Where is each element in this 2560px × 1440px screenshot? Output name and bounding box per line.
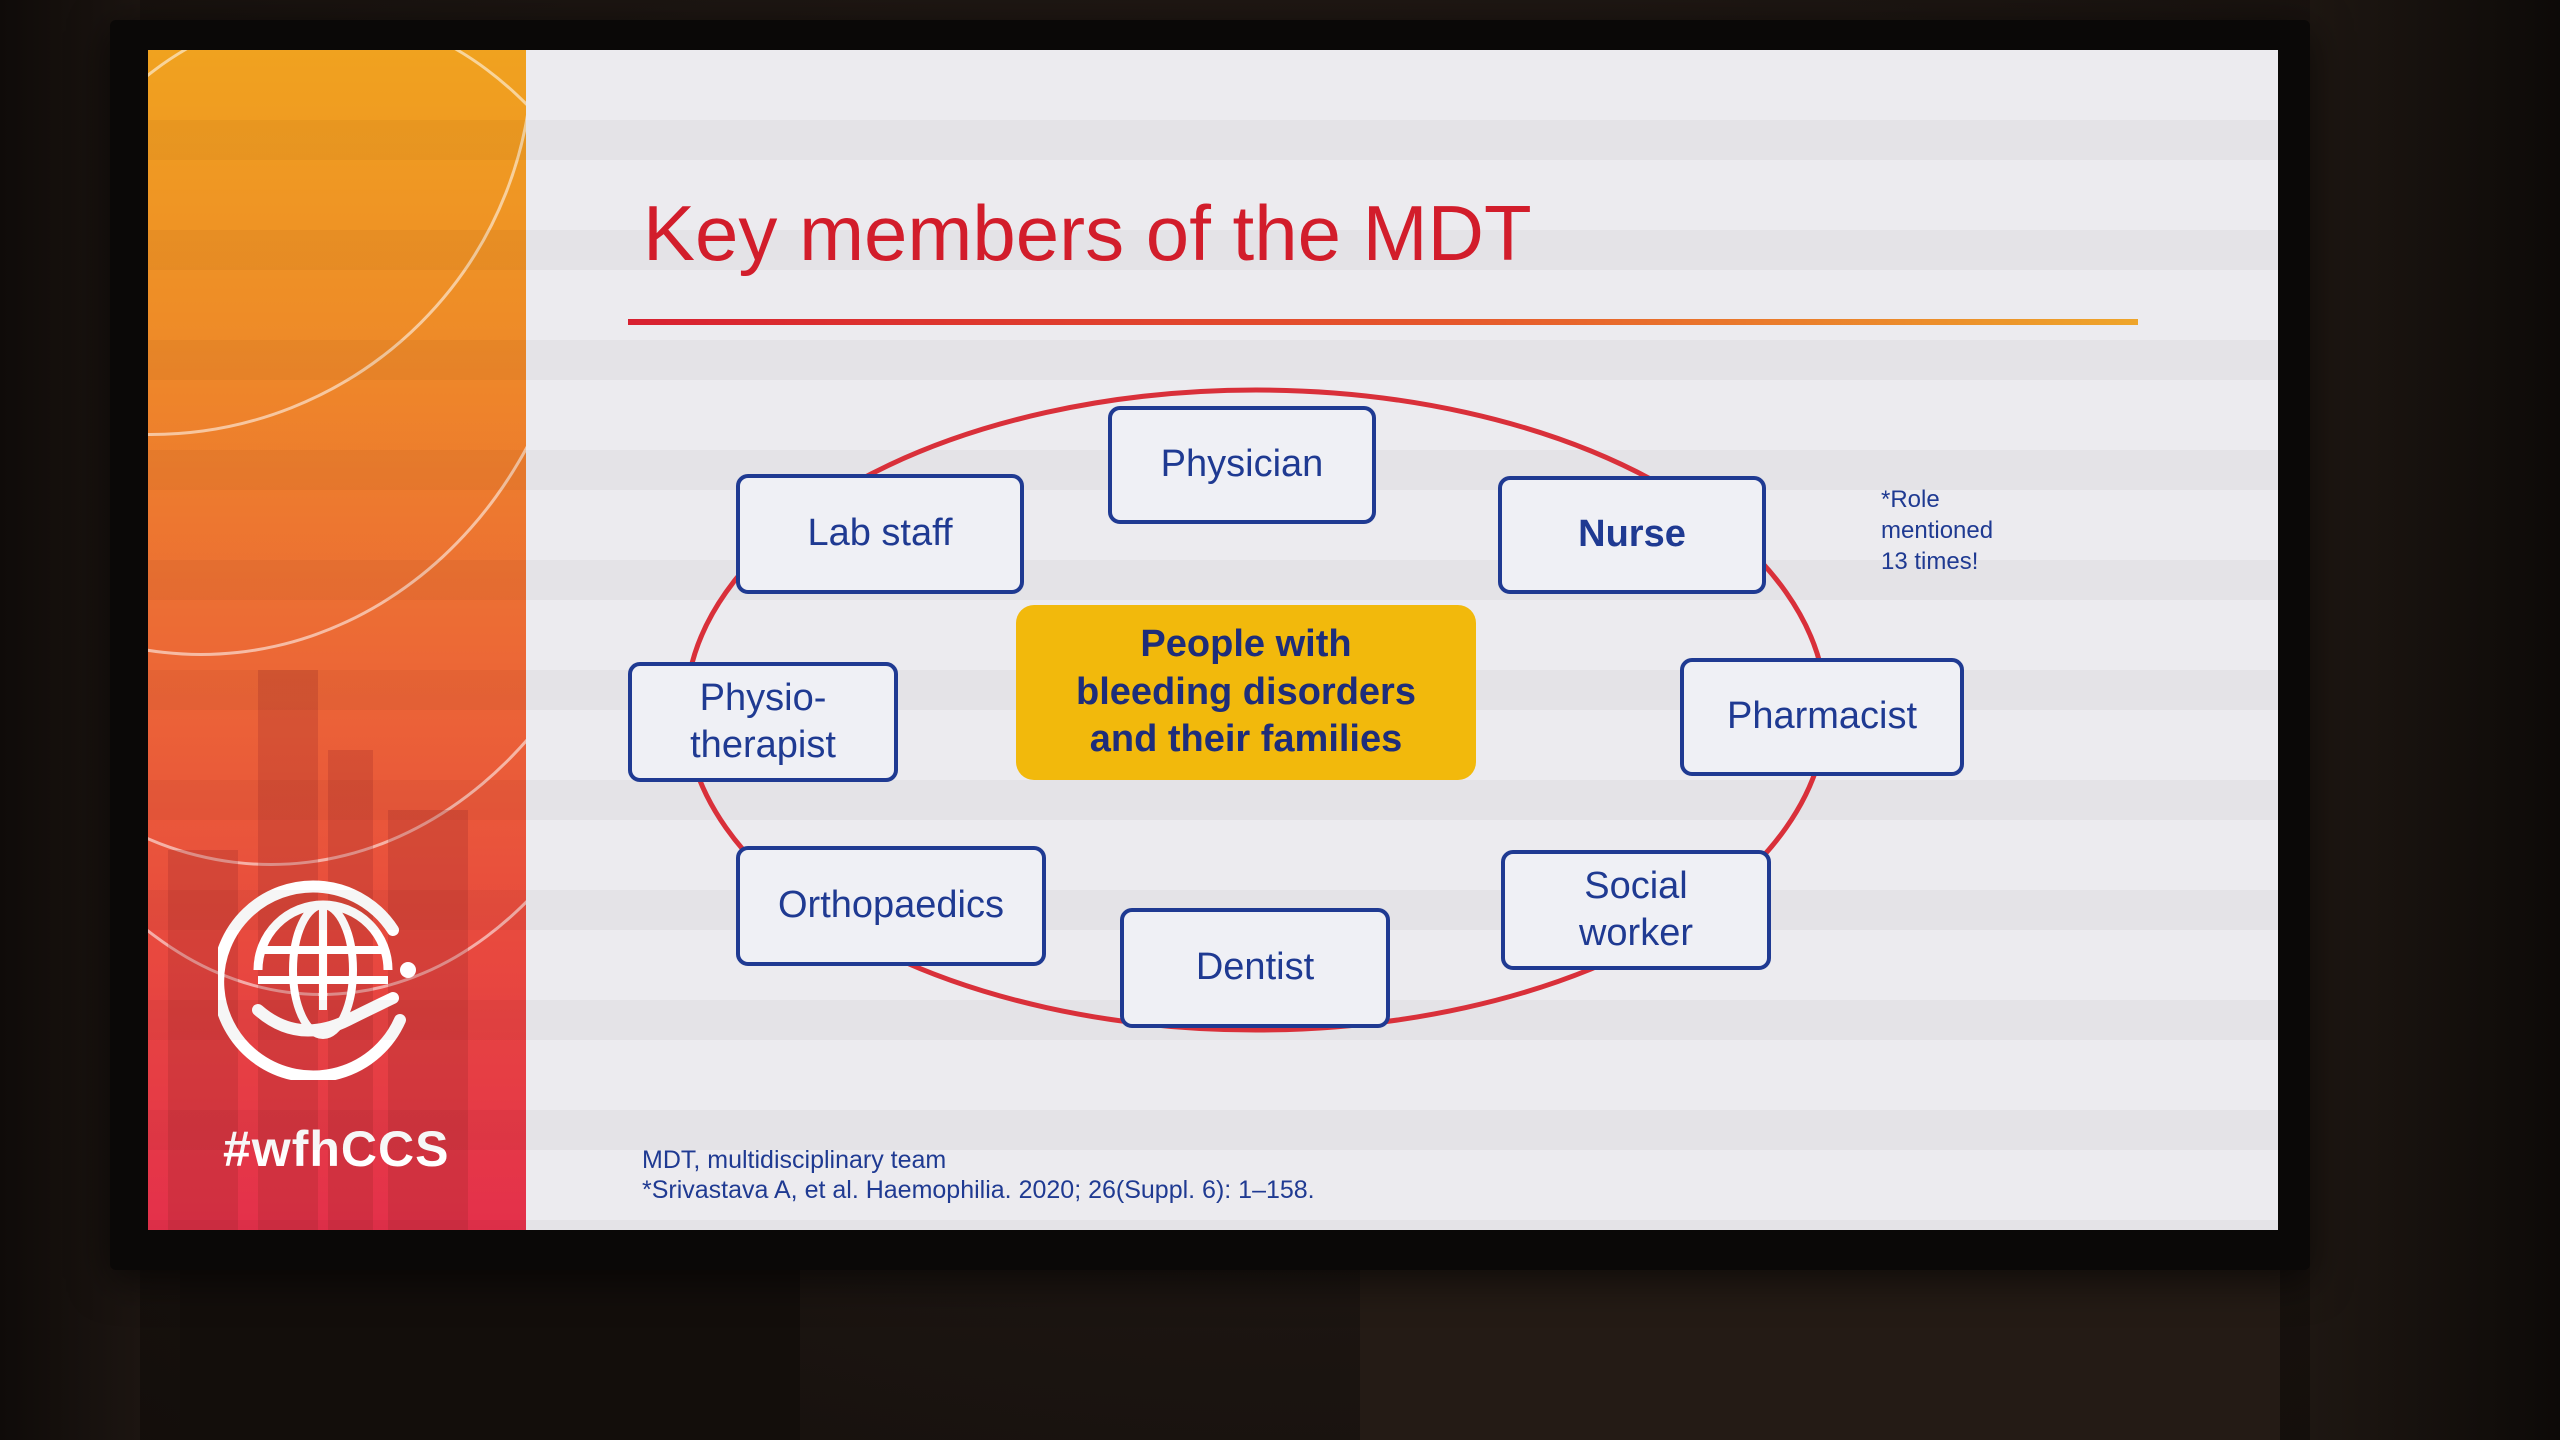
footnote-reference: *Srivastava A, et al. Haemophilia. 2020;… bbox=[642, 1176, 1315, 1204]
member-social-worker: Social worker bbox=[1501, 850, 1771, 970]
member-physiotherapist: Physio- therapist bbox=[628, 662, 898, 782]
wfh-globe-hand-logo-icon bbox=[218, 880, 416, 1080]
wall-right bbox=[2310, 0, 2560, 1440]
member-lab-staff: Lab staff bbox=[736, 474, 1024, 594]
member-pharmacist: Pharmacist bbox=[1680, 658, 1964, 776]
member-orthopaedics: Orthopaedics bbox=[736, 846, 1046, 966]
stand-left bbox=[180, 1255, 800, 1440]
footnote-abbreviation: MDT, multidisciplinary team bbox=[642, 1146, 947, 1174]
member-physician: Physician bbox=[1108, 406, 1376, 524]
nurse-annotation: *Role mentioned 13 times! bbox=[1881, 486, 1994, 576]
event-hashtag: #wfhCCS bbox=[223, 1121, 450, 1177]
title-underline bbox=[628, 319, 2138, 325]
city-silhouette bbox=[168, 850, 238, 1230]
presentation-screen: #wfhCCS Key members of the MDT Physician… bbox=[148, 50, 2278, 1230]
member-nurse: Nurse bbox=[1498, 476, 1766, 594]
decor-arc bbox=[148, 50, 526, 996]
stand-right bbox=[1360, 1255, 2280, 1440]
brand-panel: #wfhCCS bbox=[148, 50, 526, 1230]
slide-title: Key members of the MDT bbox=[643, 189, 1532, 277]
member-dentist: Dentist bbox=[1120, 908, 1390, 1028]
center-people-box: People with bleeding disorders and their… bbox=[1016, 605, 1476, 780]
